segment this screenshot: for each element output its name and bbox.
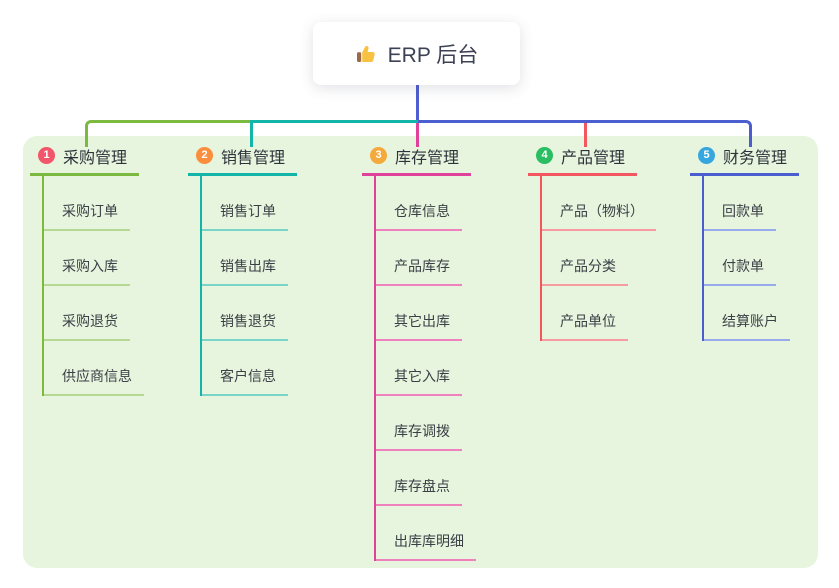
child-node: 库存盘点	[376, 451, 476, 506]
branch-number-badge: 1	[38, 147, 55, 164]
child-node: 产品单位	[542, 286, 656, 341]
child-node-label[interactable]: 其它出库	[376, 311, 462, 341]
branch-label: 采购管理	[63, 149, 128, 167]
child-node-label[interactable]: 出库库明细	[376, 531, 476, 561]
child-node-label[interactable]: 结算账户	[704, 311, 790, 341]
child-node: 产品库存	[376, 231, 476, 286]
branch-children: 产品（物料） 产品分类产品单位	[540, 175, 656, 341]
child-node: 回款单	[704, 176, 799, 231]
branch-number-badge: 4	[536, 147, 553, 164]
child-node: 客户信息	[202, 341, 297, 396]
branch-number-badge: 2	[196, 147, 213, 164]
child-node-label[interactable]: 库存盘点	[376, 476, 462, 506]
branch-label: 产品管理	[561, 149, 626, 167]
child-node-label[interactable]: 客户信息	[202, 366, 288, 396]
child-node-label[interactable]: 采购退货	[44, 311, 130, 341]
child-node: 其它出库	[376, 286, 476, 341]
child-node-label[interactable]: 付款单	[704, 256, 776, 286]
branch-label: 库存管理	[395, 149, 460, 167]
connector-branch-4	[584, 123, 587, 147]
child-node: 出库库明细	[376, 506, 476, 561]
branch-header[interactable]: 3 库存管理	[362, 146, 472, 176]
child-node-label[interactable]: 销售退货	[202, 311, 288, 341]
child-node-label[interactable]: 回款单	[704, 201, 776, 231]
thumbs-up-icon	[355, 42, 379, 66]
branch-header[interactable]: 5 财务管理	[690, 146, 800, 176]
branch-label: 销售管理	[221, 149, 286, 167]
child-node: 仓库信息	[376, 176, 476, 231]
child-node: 采购订单	[44, 176, 144, 231]
branch: 3 库存管理 仓库信息产品库存其它出库其它入库库存调拨库存盘点出库库明细	[362, 145, 476, 561]
connector-branch-5	[418, 120, 752, 147]
branch-header[interactable]: 1 采购管理	[30, 146, 140, 176]
child-node-label[interactable]: 采购入库	[44, 256, 130, 286]
child-node-label[interactable]: 库存调拨	[376, 421, 462, 451]
child-node: 付款单	[704, 231, 799, 286]
child-node: 结算账户	[704, 286, 799, 341]
root-node-label: ERP 后台	[387, 43, 479, 67]
child-node-label[interactable]: 产品库存	[376, 256, 462, 286]
child-node: 产品分类	[542, 231, 656, 286]
child-node: 其它入库	[376, 341, 476, 396]
child-node: 采购入库	[44, 231, 144, 286]
connector-branch-1	[85, 120, 250, 147]
child-node-label[interactable]: 采购订单	[44, 201, 130, 231]
branch: 2 销售管理 销售订单销售出库销售退货客户信息	[188, 145, 298, 396]
child-node: 产品（物料）	[542, 176, 656, 231]
branch-number-badge: 5	[698, 147, 715, 164]
branch-children: 销售订单销售出库销售退货客户信息	[200, 175, 297, 396]
child-node: 销售订单	[202, 176, 297, 231]
connector-branch-3	[416, 123, 419, 147]
child-node-label[interactable]: 供应商信息	[44, 366, 144, 396]
child-node-label[interactable]: 销售订单	[202, 201, 288, 231]
branch-header[interactable]: 2 销售管理	[188, 146, 298, 176]
branch: 4 产品管理 产品（物料） 产品分类产品单位	[528, 145, 656, 341]
branch: 5 财务管理 回款单付款单结算账户	[690, 145, 800, 341]
child-node: 销售退货	[202, 286, 297, 341]
branch: 1 采购管理 采购订单采购入库采购退货供应商信息	[30, 145, 144, 396]
child-node-label[interactable]: 产品分类	[542, 256, 628, 286]
branch-children: 采购订单采购入库采购退货供应商信息	[42, 175, 144, 396]
child-node-label[interactable]: 其它入库	[376, 366, 462, 396]
child-node: 供应商信息	[44, 341, 144, 396]
connector-root-line	[416, 84, 419, 120]
branch-number-badge: 3	[370, 147, 387, 164]
branch-header[interactable]: 4 产品管理	[528, 146, 638, 176]
child-node-label[interactable]: 销售出库	[202, 256, 288, 286]
child-node-label[interactable]: 仓库信息	[376, 201, 462, 231]
root-node[interactable]: ERP 后台	[313, 22, 520, 85]
child-node-label[interactable]: 产品（物料）	[542, 201, 656, 231]
child-node: 销售出库	[202, 231, 297, 286]
connector-branch-2	[250, 120, 418, 147]
branch-label: 财务管理	[723, 149, 788, 167]
child-node: 采购退货	[44, 286, 144, 341]
child-node: 库存调拨	[376, 396, 476, 451]
branch-children: 仓库信息产品库存其它出库其它入库库存调拨库存盘点出库库明细	[374, 175, 476, 561]
child-node-label[interactable]: 产品单位	[542, 311, 628, 341]
branch-children: 回款单付款单结算账户	[702, 175, 799, 341]
mindmap-panel-background	[23, 136, 818, 568]
